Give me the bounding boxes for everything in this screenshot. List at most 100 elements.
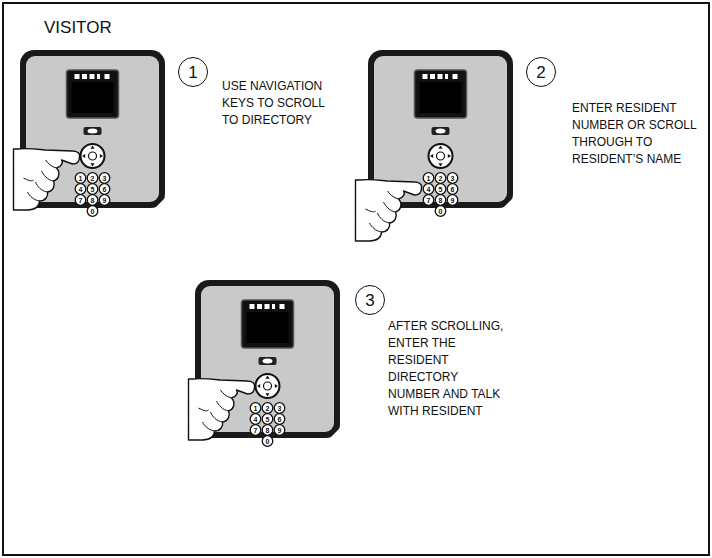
intercom-unit — [189, 280, 341, 446]
key-digit: 0 — [435, 206, 446, 217]
key-digit: 8 — [262, 425, 273, 436]
call-button — [84, 127, 102, 135]
keypad-key — [423, 195, 434, 206]
arrow-key — [439, 146, 443, 149]
arrow-key — [91, 146, 95, 149]
key-digit: 2 — [435, 173, 446, 184]
keypad-key — [262, 436, 273, 447]
keypad-key — [262, 425, 273, 436]
status-icon — [97, 74, 100, 79]
panel-title: VISITOR — [44, 18, 112, 38]
screen-area — [247, 312, 289, 343]
key-digit: 3 — [447, 173, 458, 184]
key-digit: 6 — [274, 414, 285, 425]
keypad-key — [274, 414, 285, 425]
key-digit: 4 — [75, 184, 86, 195]
key-digit: 0 — [262, 436, 273, 447]
status-icon — [445, 74, 448, 79]
status-icon — [438, 74, 443, 79]
keypad-key — [423, 184, 434, 195]
keypad-key — [435, 184, 446, 195]
intercom-unit — [14, 50, 166, 216]
status-icon — [272, 304, 275, 309]
arrow-key — [439, 163, 443, 166]
instruction-text: ENTER RESIDENT NUMBER OR SCROLL THROUGH … — [572, 100, 702, 168]
arrow-key — [448, 154, 451, 158]
keypad-key — [75, 173, 86, 184]
keypad-key — [87, 184, 98, 195]
key-digit: 5 — [87, 184, 98, 195]
key-digit: 4 — [250, 414, 261, 425]
arrow-key — [430, 154, 433, 158]
status-icon — [90, 74, 95, 79]
instruction-text: AFTER SCROLLING, ENTER THE RESIDENT DIRE… — [388, 318, 504, 420]
keypad-key — [99, 184, 110, 195]
keypad-key — [274, 403, 285, 414]
keypad-key — [435, 173, 446, 184]
key-digit: 7 — [423, 195, 434, 206]
status-icon — [257, 304, 262, 309]
key-digit: 6 — [447, 184, 458, 195]
instruction-text: USE NAVIGATION KEYS TO SCROLL TO DIRECTO… — [222, 78, 334, 129]
key-digit: 1 — [75, 173, 86, 184]
finger-creases — [366, 191, 399, 232]
pointing-hand — [356, 180, 422, 241]
arrow-key — [275, 384, 278, 388]
keypad-key — [447, 173, 458, 184]
arrow-key — [82, 154, 85, 158]
status-icon — [453, 74, 458, 79]
key-digit: 4 — [423, 184, 434, 195]
key-digit: 5 — [435, 184, 446, 195]
finger-creases — [24, 160, 57, 201]
key-digit: 8 — [87, 195, 98, 206]
keypad-key — [250, 425, 261, 436]
status-icon — [82, 74, 87, 79]
step-number: 1 — [188, 64, 197, 81]
keypad-key — [99, 195, 110, 206]
pointing-hand — [189, 379, 255, 440]
key-digit: 0 — [87, 206, 98, 217]
key-digit: 3 — [99, 173, 110, 184]
keypad-key — [250, 403, 261, 414]
keypad-key — [75, 184, 86, 195]
arrow-key — [266, 393, 270, 396]
key-digit: 1 — [423, 173, 434, 184]
keypad-key — [75, 195, 86, 206]
status-icon — [280, 304, 285, 309]
key-digit: 1 — [250, 403, 261, 414]
finger-creases — [199, 390, 232, 431]
step-number-circle: 2 — [526, 57, 556, 87]
display-screen — [415, 70, 467, 118]
status-icon — [75, 74, 80, 79]
display-screen — [67, 70, 119, 118]
key-digit: 5 — [262, 414, 273, 425]
status-icon — [105, 74, 110, 79]
button-lens — [436, 129, 446, 134]
key-digit: 6 — [99, 184, 110, 195]
keypad-key — [435, 195, 446, 206]
select-key — [264, 382, 272, 390]
key-digit: 3 — [274, 403, 285, 414]
keypad-key — [423, 173, 434, 184]
screen-area — [420, 82, 462, 113]
arrow-key — [91, 163, 95, 166]
key-digit: 9 — [274, 425, 285, 436]
status-icon — [265, 304, 270, 309]
corner-notch — [330, 428, 340, 438]
unit-faceplate — [374, 56, 507, 202]
step-number-circle: 1 — [178, 57, 208, 87]
status-icon — [430, 74, 435, 79]
step-number: 2 — [536, 64, 545, 81]
intercom-unit — [356, 50, 514, 241]
button-lens — [88, 129, 98, 134]
keypad-key — [435, 206, 446, 217]
call-button — [432, 127, 450, 135]
key-digit: 7 — [250, 425, 261, 436]
arrow-key — [100, 154, 103, 158]
keypad-key — [274, 425, 285, 436]
navigation-pad — [429, 144, 453, 168]
navigation-pad — [81, 144, 105, 168]
key-digit: 9 — [447, 195, 458, 206]
